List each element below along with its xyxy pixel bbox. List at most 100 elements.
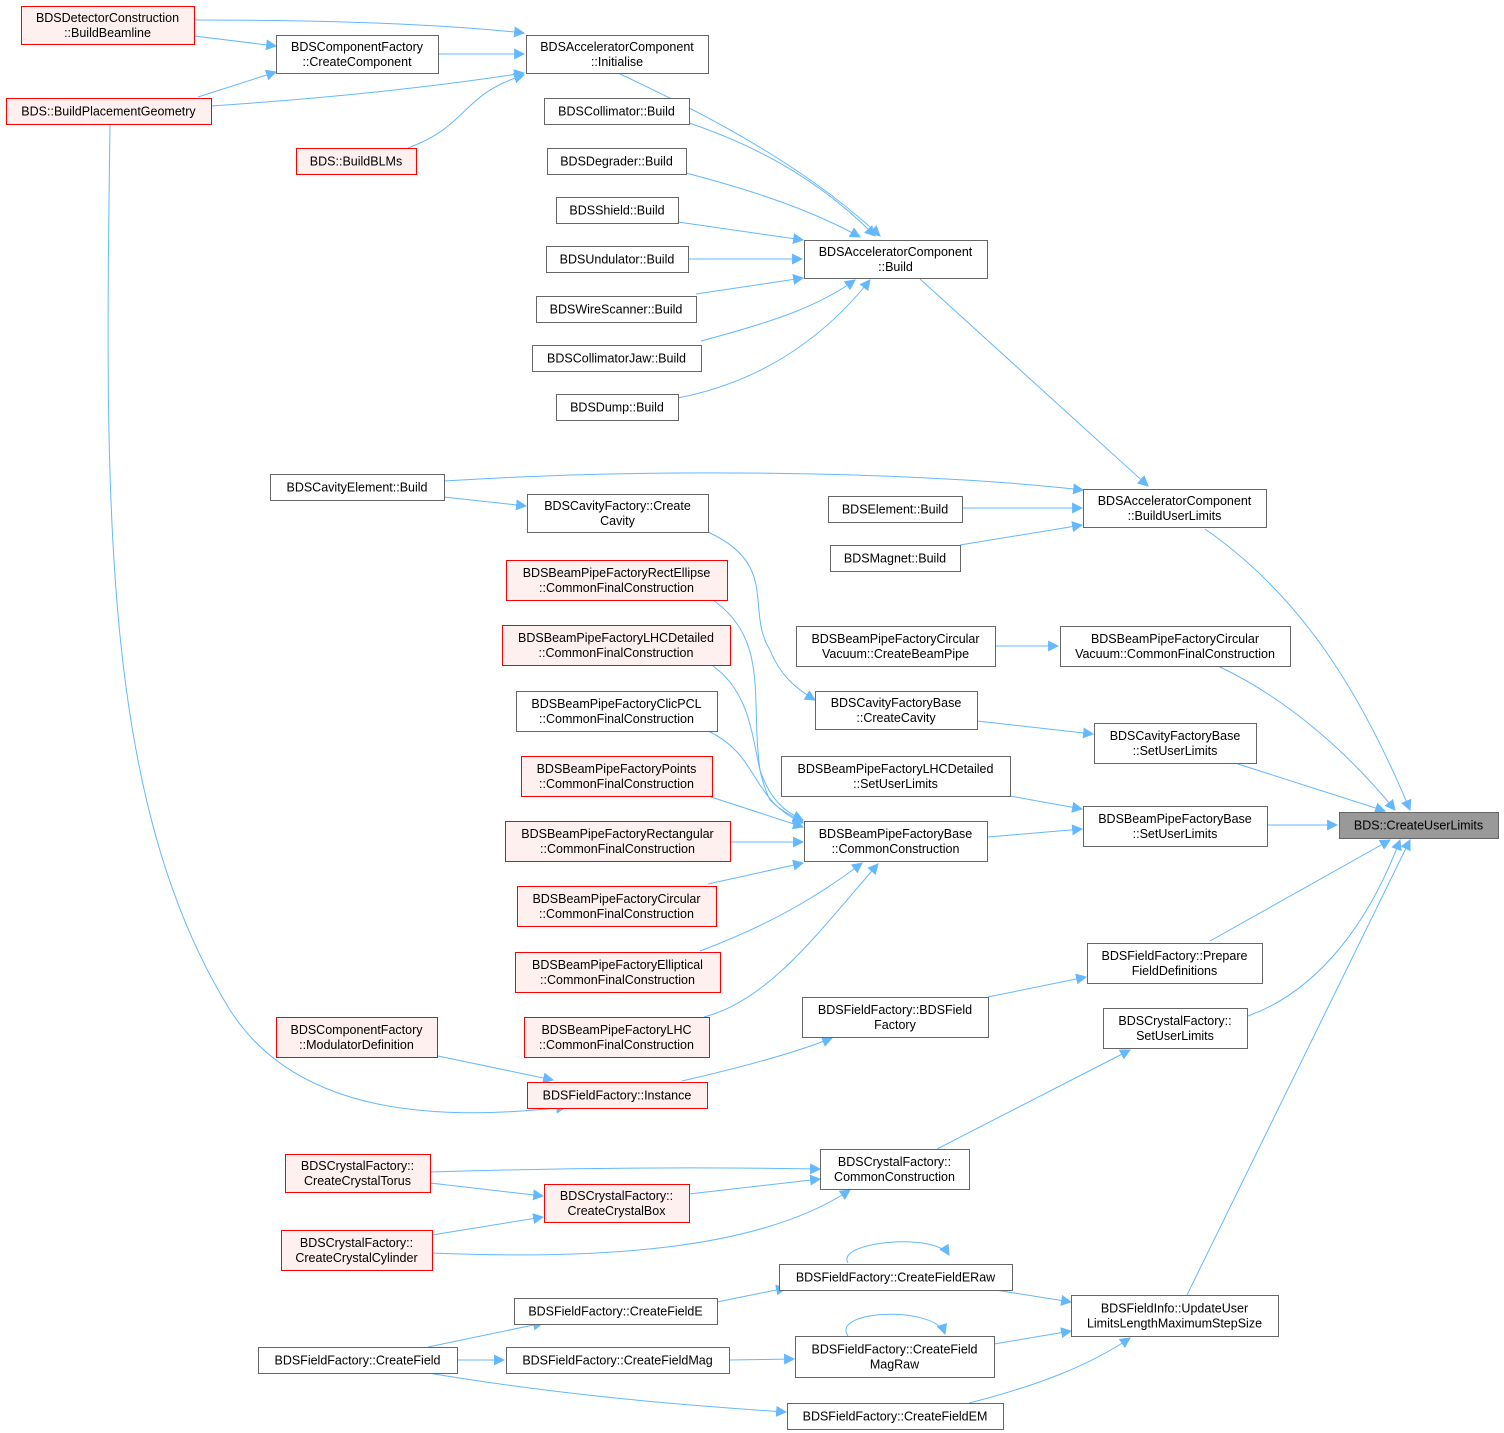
node-circvac[interactable]: BDSBeamPipeFactoryCircularVacuum::Create…: [796, 626, 996, 667]
edge: [193, 35, 278, 51]
node-rect[interactable]: BDSBeamPipeFactoryRectangular::CommonFin…: [505, 821, 731, 862]
node-fielde[interactable]: BDSFieldFactory::CreateFieldE: [514, 1298, 718, 1325]
node-box: [515, 952, 721, 993]
node-label: BDSAcceleratorComponent: [540, 40, 694, 54]
node-eraw[interactable]: BDSFieldFactory::CreateFieldERaw: [779, 1264, 1013, 1291]
edge: [1237, 763, 1387, 814]
node-label: BDSCrystalFactory::: [301, 1159, 414, 1173]
node-createfield[interactable]: BDSFieldFactory::CreateField: [258, 1347, 458, 1374]
edge: [407, 72, 526, 149]
edge: [443, 472, 1085, 495]
edge: [429, 1182, 545, 1201]
node-moddef[interactable]: BDSComponentFactory::ModulatorDefinition: [276, 1017, 438, 1058]
node-blms[interactable]: BDS::BuildBLMs: [296, 148, 417, 175]
edge: [707, 859, 805, 885]
node-updateul[interactable]: BDSFieldInfo::UpdateUserLimitsLengthMaxi…: [1071, 1295, 1279, 1337]
node-fieldinst[interactable]: BDSFieldFactory::Instance: [527, 1082, 708, 1109]
edge: [677, 221, 805, 245]
node-detcon[interactable]: BDSDetectorConstruction::BuildBeamline: [21, 6, 195, 45]
node-label: BDSFieldFactory::CreateFieldMag: [522, 1354, 712, 1368]
node-label: BDSBeamPipeFactoryRectEllipse: [523, 566, 711, 580]
node-lhcdetsul[interactable]: BDSBeamPipeFactoryLHCDetailed::SetUserLi…: [781, 756, 1011, 797]
node-bpbasesul[interactable]: BDSBeamPipeFactoryBase::SetUserLimits: [1083, 806, 1268, 847]
node-cavbasesul[interactable]: BDSCavityFactoryBase::SetUserLimits: [1094, 723, 1257, 764]
node-label: BDSCollimator::Build: [558, 105, 675, 119]
node-crystalsul[interactable]: BDSCrystalFactory::SetUserLimits: [1103, 1008, 1248, 1049]
node-shieldbuild[interactable]: BDSShield::Build: [556, 197, 679, 224]
node-box[interactable]: BDSCrystalFactory::CreateCrystalBox: [544, 1184, 690, 1223]
node-label: BDSCrystalFactory::: [838, 1155, 951, 1169]
node-label: ::CommonFinalConstruction: [539, 581, 694, 595]
node-label: BDSCrystalFactory::: [560, 1189, 673, 1203]
node-magbuild[interactable]: BDSMagnet::Build: [830, 545, 961, 572]
node-label: ::CommonFinalConstruction: [539, 646, 694, 660]
node-target[interactable]: BDS::CreateUserLimits: [1339, 812, 1499, 839]
node-cyl[interactable]: BDSCrystalFactory::CreateCrystalCylinder: [281, 1230, 433, 1271]
node-box: [1094, 723, 1257, 764]
node-box: [296, 148, 417, 175]
node-clicpcl[interactable]: BDSBeamPipeFactoryClicPCL::CommonFinalCo…: [516, 691, 718, 732]
node-undbuild[interactable]: BDSUndulator::Build: [546, 246, 689, 273]
node-box: [804, 821, 988, 862]
node-label: BDSBeamPipeFactoryBase: [1098, 812, 1252, 826]
node-cavfaccreate[interactable]: BDSCavityFactory::CreateCavity: [527, 494, 709, 533]
node-label: BDSBeamPipeFactoryLHC: [541, 1023, 691, 1037]
node-bpg[interactable]: BDS::BuildPlacementGeometry: [6, 98, 212, 125]
node-fieldmag[interactable]: BDSFieldFactory::CreateFieldMag: [506, 1347, 730, 1374]
edge: [846, 1241, 950, 1264]
node-label: BDSFieldFactory::CreateFieldEM: [803, 1410, 988, 1424]
node-rectell[interactable]: BDSBeamPipeFactoryRectEllipse::CommonFin…: [506, 560, 728, 601]
node-accbuild[interactable]: BDSAcceleratorComponent::Build: [804, 240, 988, 279]
node-lhcdet[interactable]: BDSBeamPipeFactoryLHCDetailed::CommonFin…: [502, 625, 731, 666]
node-jawbuild[interactable]: BDSCollimatorJaw::Build: [532, 345, 702, 372]
node-box: [6, 98, 212, 125]
edge: [1247, 838, 1402, 1017]
edge: [193, 19, 526, 38]
node-label: ::Initialise: [591, 55, 643, 69]
edge: [919, 278, 1149, 487]
edge: [699, 862, 863, 952]
node-label: BDS::CreateUserLimits: [1354, 819, 1483, 833]
node-label: ::CommonConstruction: [832, 842, 960, 856]
node-degbuild[interactable]: BDSDegrader::Build: [547, 148, 687, 175]
node-bpbasecc[interactable]: BDSBeamPipeFactoryBase::CommonConstructi…: [804, 821, 988, 862]
node-label: CreateCrystalTorus: [304, 1174, 411, 1188]
node-label: ::SetUserLimits: [1133, 744, 1218, 758]
edge: [968, 1337, 1131, 1404]
node-compfac[interactable]: BDSComponentFactory::CreateComponent: [276, 35, 439, 74]
node-fieldfac[interactable]: BDSFieldFactory::BDSFieldFactory: [802, 997, 989, 1038]
node-label: CreateCrystalCylinder: [295, 1251, 417, 1265]
node-accbul[interactable]: BDSAcceleratorComponent::BuildUserLimits: [1083, 489, 1267, 528]
node-accinit[interactable]: BDSAcceleratorComponent::Initialise: [526, 35, 709, 74]
node-torus[interactable]: BDSCrystalFactory::CreateCrystalTorus: [285, 1154, 431, 1193]
node-label: BDSCavityFactoryBase: [831, 696, 962, 710]
edge: [707, 730, 805, 825]
node-fieldem[interactable]: BDSFieldFactory::CreateFieldEM: [787, 1403, 1004, 1430]
node-box: [532, 345, 702, 372]
edge: [728, 1353, 796, 1365]
node-lhc[interactable]: BDSBeamPipeFactoryLHC::CommonFinalConstr…: [524, 1017, 710, 1058]
edge: [688, 1174, 822, 1195]
node-dumpbuild[interactable]: BDSDump::Build: [556, 394, 679, 421]
node-wirebuild[interactable]: BDSWireScanner::Build: [536, 296, 697, 323]
edge: [1209, 839, 1391, 942]
edge: [431, 1189, 851, 1256]
node-collbuild[interactable]: BDSCollimator::Build: [544, 98, 690, 125]
edge: [677, 279, 871, 399]
node-box: [1083, 489, 1267, 528]
node-label: BDSAcceleratorComponent: [819, 245, 973, 259]
node-label: MagRaw: [870, 1358, 920, 1372]
node-points[interactable]: BDSBeamPipeFactoryPoints::CommonFinalCon…: [521, 756, 713, 797]
edge: [710, 796, 805, 830]
edge: [695, 274, 805, 295]
node-crystalcc[interactable]: BDSCrystalFactory::CommonConstruction: [820, 1149, 970, 1190]
node-ellip[interactable]: BDSBeamPipeFactoryElliptical::CommonFina…: [515, 952, 721, 993]
node-cavelem[interactable]: BDSCavityElement::Build: [270, 474, 445, 501]
node-cavbasecreate[interactable]: BDSCavityFactoryBase::CreateCavity: [815, 691, 978, 730]
node-circ[interactable]: BDSBeamPipeFactoryCircular::CommonFinalC…: [517, 886, 717, 927]
edge: [700, 279, 856, 342]
node-elembuild[interactable]: BDSElement::Build: [828, 496, 963, 523]
node-circvaccfc[interactable]: BDSBeamPipeFactoryCircularVacuum::Common…: [1060, 626, 1291, 667]
